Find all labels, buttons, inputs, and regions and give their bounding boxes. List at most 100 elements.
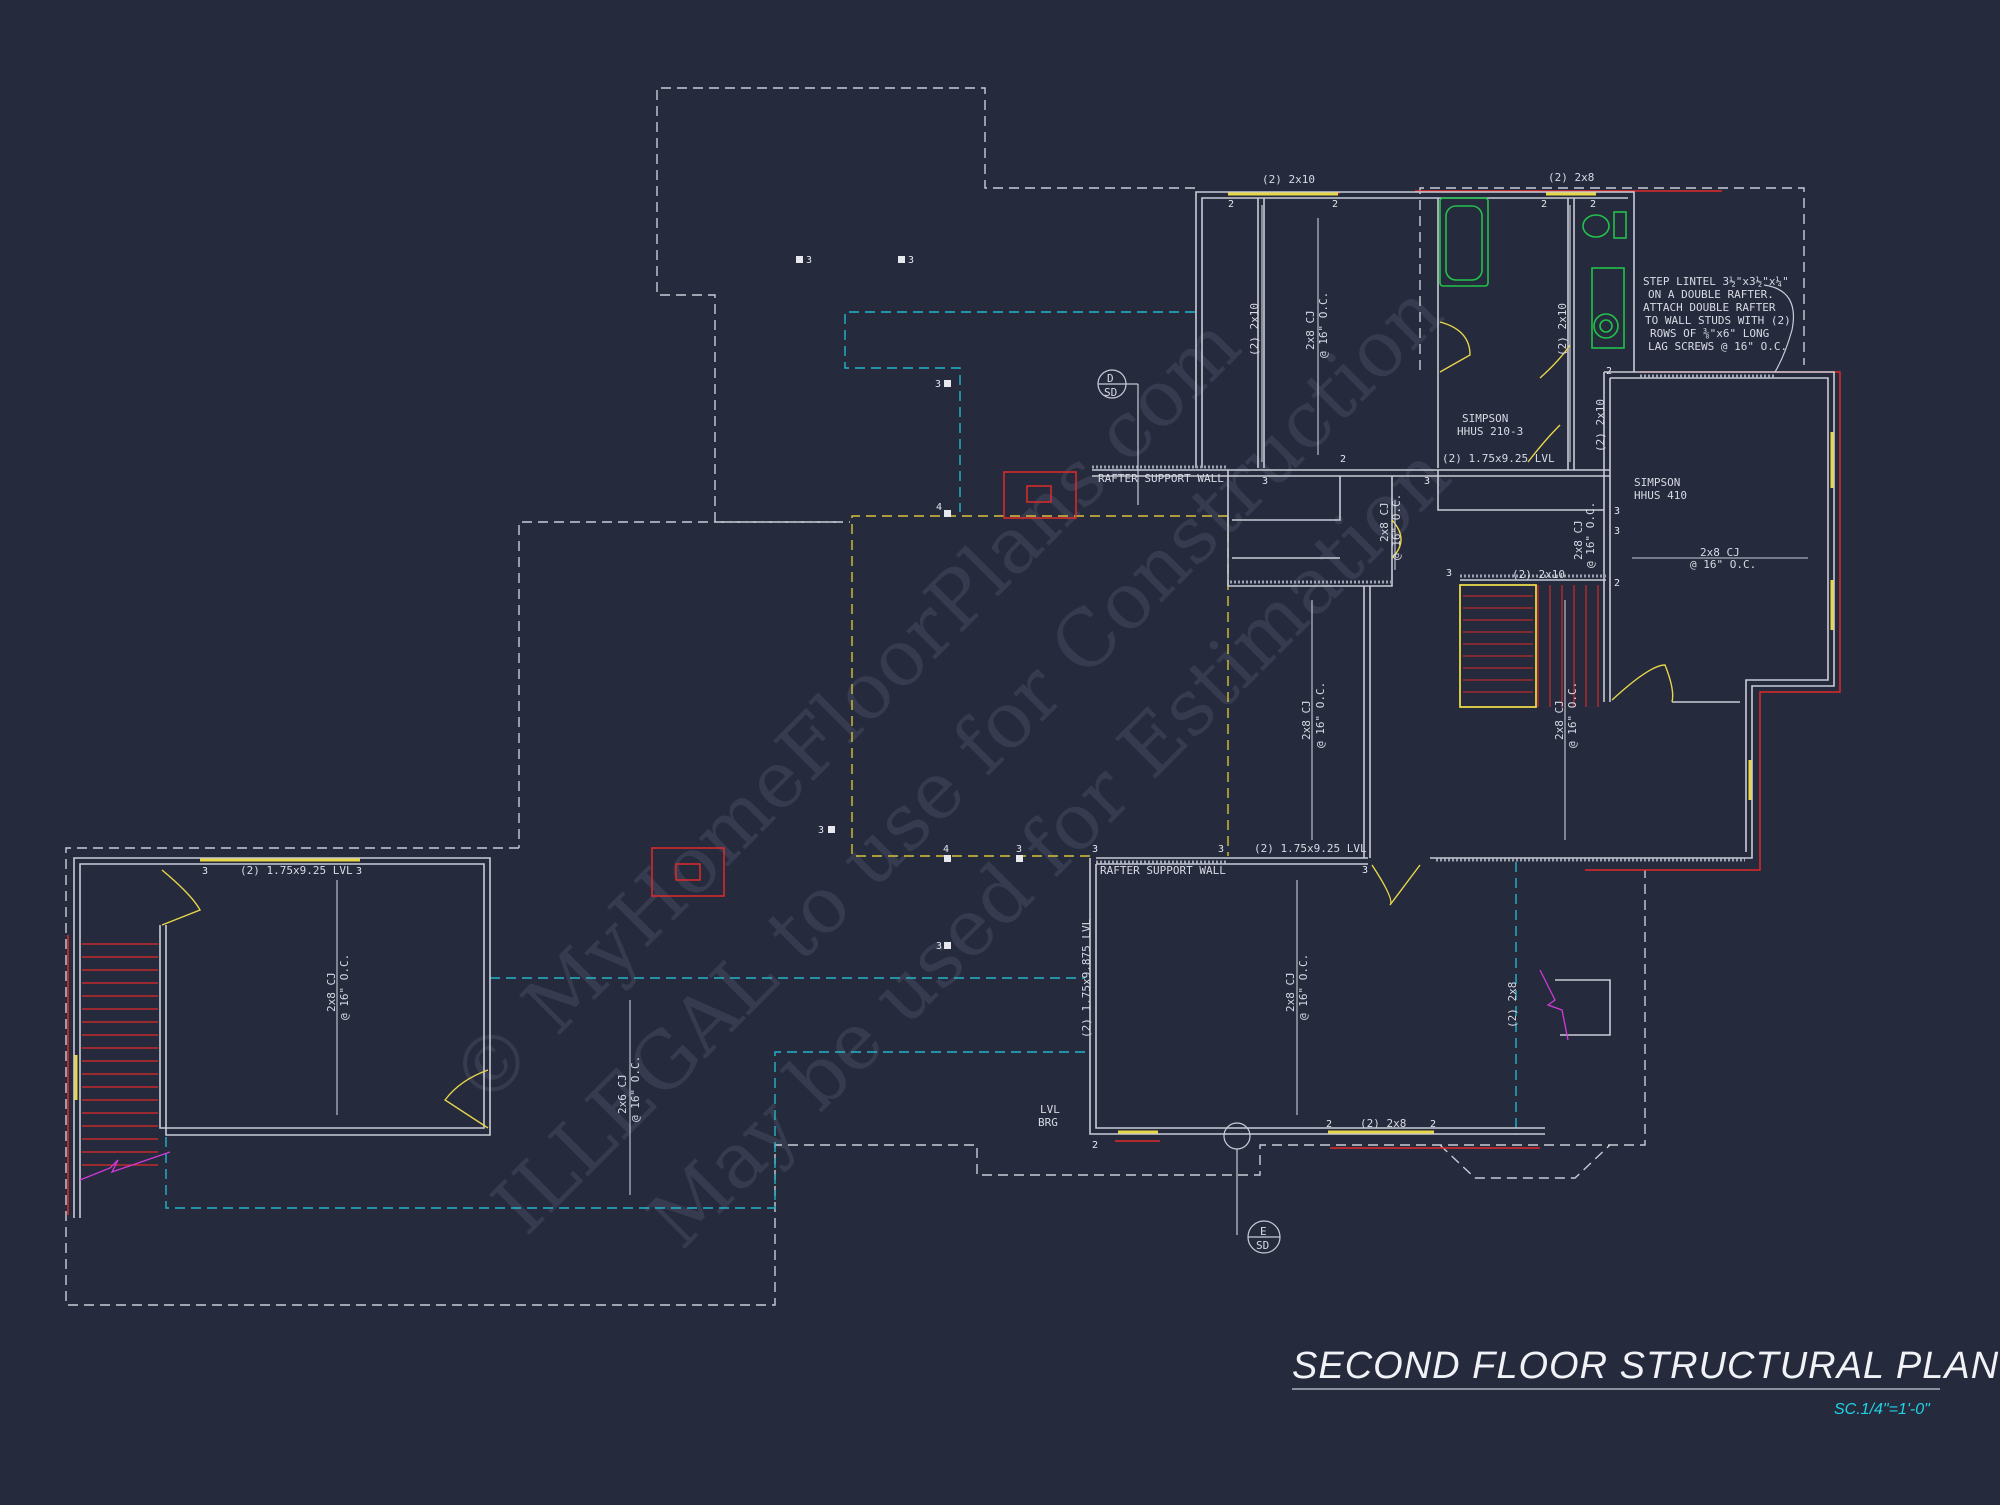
plan-scale: SC.1/4"=1'-0" <box>1834 1401 1931 1418</box>
plan-title: SECOND FLOOR STRUCTURAL PLAN <box>1292 1345 1999 1387</box>
label-header-2x8-side: (2) 2x8 <box>1506 982 1519 1028</box>
vanity <box>1591 267 1625 349</box>
bath-fixtures <box>1439 197 1627 349</box>
label-lvl-upper: (2) 1.75x9.25 LVL <box>1442 452 1555 465</box>
label-step-lintel-6: LAG SCREWS @ 16" O.C. <box>1648 340 1787 353</box>
cyan-beam-lower <box>165 1051 1085 1209</box>
label-simpson-410-1: SIMPSON <box>1634 476 1680 489</box>
label-rafter-support-bottom: RAFTER SUPPORT WALL <box>1100 864 1226 877</box>
labels: (2) 2x10 (2) 2x8 (2) 2x10 2x8 CJ @ 16" O… <box>240 171 1791 1252</box>
label-step-lintel-2: ON A DOUBLE RAFTER. <box>1648 288 1774 301</box>
label-cj-right-room: 2x8 CJ <box>1700 546 1740 559</box>
watermark: © MyHomeFloorPlans.com ILLEGAL to use fo… <box>434 267 1468 1265</box>
header-lines <box>1261 205 1571 462</box>
wall-right-room-inner <box>1610 377 1829 852</box>
red-exterior-right <box>1585 371 1841 871</box>
roof-outline-mid-left <box>518 521 836 848</box>
label-oc-right-room: @ 16" O.C. <box>1690 558 1756 571</box>
svg-text:2: 2 <box>1430 1119 1436 1130</box>
wall-hall <box>1437 470 1604 511</box>
doors <box>161 321 1674 1129</box>
label-cj-top-1: 2x8 CJ <box>1304 310 1317 350</box>
joist-arrows <box>336 218 1808 1195</box>
label-lvl-left: (2) 1.75x9.25 LVL <box>240 864 353 877</box>
label-detail-d-sheet: SD <box>1104 386 1117 399</box>
label-detail-e-sheet: SD <box>1256 1239 1269 1252</box>
roof-outline-upper <box>1419 187 1805 370</box>
cyan-beam-lines <box>165 311 1517 1209</box>
label-cj-stair: 2x8 CJ <box>1553 700 1566 740</box>
svg-text:2: 2 <box>1590 199 1596 210</box>
label-cj-bottom: 2x8 CJ <box>1284 972 1297 1012</box>
break-marks <box>79 969 1569 1181</box>
svg-text:3: 3 <box>1614 526 1620 537</box>
svg-text:2: 2 <box>1228 199 1234 210</box>
post-numbers: 3 3 3 4 3 3 4 3 3 3 3 2 2 2 2 2 2 3 3 3 … <box>202 199 1620 1151</box>
label-cj-center: 2x8 CJ <box>1300 700 1313 740</box>
wall-left-room-inner <box>79 863 485 1218</box>
svg-text:3: 3 <box>202 866 208 877</box>
wall-left-room <box>73 857 491 1218</box>
svg-text:2: 2 <box>1092 1140 1098 1151</box>
label-joist-2x10-right: (2) 2x10 <box>1556 303 1569 356</box>
label-lvl-brg-1: LVL <box>1040 1103 1060 1116</box>
bathtub <box>1439 197 1489 287</box>
label-header-2x8-top: (2) 2x8 <box>1548 171 1594 184</box>
label-detail-e-letter: E <box>1260 1225 1267 1238</box>
wall-lower-center <box>1089 858 1545 1135</box>
label-detail-d-letter: D <box>1107 372 1114 385</box>
svg-text:3: 3 <box>1362 865 1368 876</box>
svg-text:2: 2 <box>1541 199 1547 210</box>
step-lintel-leader <box>1763 284 1794 373</box>
label-step-lintel-5: ROWS OF ⅜"x6" LONG <box>1650 327 1769 340</box>
svg-text:2: 2 <box>1340 454 1346 465</box>
svg-text:2: 2 <box>1614 578 1620 589</box>
label-rafter-support-top: RAFTER SUPPORT WALL <box>1098 472 1224 485</box>
stair-frame <box>1459 584 1537 708</box>
label-oc-stair: @ 16" O.C. <box>1566 682 1579 748</box>
label-oc-leftroom: @ 16" O.C. <box>338 954 351 1020</box>
door-center <box>1371 864 1421 906</box>
label-oc-r1: @ 16" O.C. <box>1584 502 1597 568</box>
walls <box>73 191 1835 1218</box>
roof-outline-top-left <box>656 87 1195 523</box>
svg-text:2: 2 <box>1606 366 1612 377</box>
svg-text:3: 3 <box>356 866 362 877</box>
roof-outline-bay <box>1439 1144 1611 1179</box>
svg-text:3: 3 <box>908 255 914 266</box>
rafter-support-walls <box>1092 374 1775 864</box>
svg-text:3: 3 <box>1092 844 1098 855</box>
detail-markers <box>1097 284 1794 1254</box>
svg-text:3: 3 <box>1614 506 1620 517</box>
svg-text:3: 3 <box>1424 476 1430 487</box>
label-cj-small: 2x8 CJ <box>1378 502 1391 542</box>
wall-right-room <box>1430 371 1835 859</box>
chimney-bottom-inner <box>675 863 701 881</box>
door-right-room <box>1611 664 1674 703</box>
exterior-stair <box>82 943 158 1166</box>
door-bath <box>1439 321 1471 373</box>
svg-text:3: 3 <box>1446 568 1452 579</box>
door-hall-2 <box>1527 424 1561 463</box>
label-cj-leftroom: 2x8 CJ <box>325 972 338 1012</box>
label-lvl-2x10-vert: (2) 2x10 <box>1594 399 1607 452</box>
label-oc-porch: @ 16" O.C. <box>629 1056 642 1122</box>
label-oc-small: @ 16" O.C. <box>1390 494 1403 560</box>
svg-text:2: 2 <box>1326 1119 1332 1130</box>
svg-text:3: 3 <box>935 379 941 390</box>
sink-drain <box>1599 319 1613 333</box>
label-lvl-9875: (2) 1.75x9.875 LVL <box>1080 918 1093 1038</box>
label-header-2x8-bottom: (2) 2x8 <box>1360 1117 1406 1130</box>
label-step-lintel-4: TO WALL STUDS WITH (2) <box>1645 314 1791 327</box>
column-bubble <box>1223 1122 1251 1150</box>
label-step-lintel-3: ATTACH DOUBLE RAFTER <box>1643 301 1776 314</box>
sink <box>1593 313 1619 339</box>
label-simpson-210-1: SIMPSON <box>1462 412 1508 425</box>
interior-stair <box>1459 584 1599 708</box>
label-cj-r1: 2x8 CJ <box>1572 520 1585 560</box>
bathtub-inner <box>1445 205 1483 281</box>
label-header-2x10-top: (2) 2x10 <box>1262 173 1315 186</box>
lvl-beams <box>74 192 1834 1134</box>
